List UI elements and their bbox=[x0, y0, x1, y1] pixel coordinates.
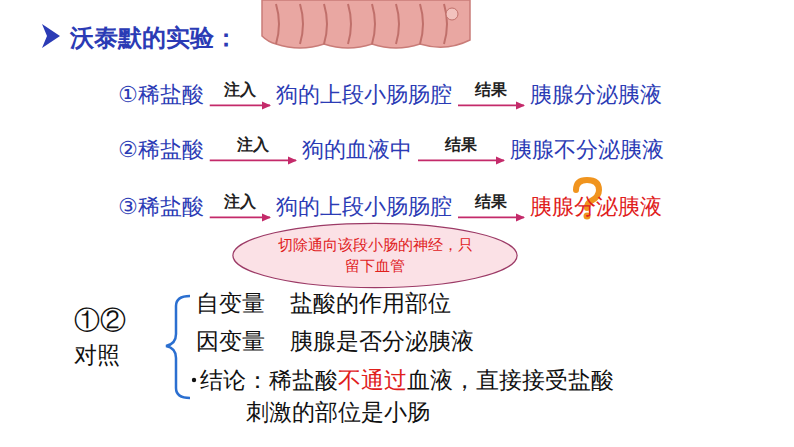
variable-value: 盐酸的作用部位 bbox=[290, 288, 451, 319]
node-text: 狗的血液中 bbox=[302, 137, 412, 162]
node-text: 胰腺分泌胰液 bbox=[530, 194, 662, 219]
step-text: ③稀盐酸 bbox=[116, 194, 206, 220]
edge-label: 注入 bbox=[224, 80, 256, 101]
intestine-fold bbox=[276, 4, 279, 44]
variable-value: 胰腺是否分泌胰液 bbox=[290, 326, 474, 357]
node-text: 切除通向该段小肠的神经，只留下血管 bbox=[275, 235, 475, 276]
step-text: ①稀盐酸 bbox=[116, 82, 206, 108]
brace bbox=[166, 296, 190, 398]
arrow-connector bbox=[210, 105, 270, 107]
edge-label: 注入 bbox=[237, 135, 269, 156]
edge-label: 结果 bbox=[475, 80, 507, 101]
step-text: 狗的上段小肠肠腔 bbox=[274, 194, 454, 220]
ellipse-outline bbox=[230, 222, 520, 289]
note-ellipse: 切除通向该段小肠的神经，只留下血管 bbox=[230, 222, 520, 289]
conclusion-part: 结论：稀盐酸 bbox=[200, 367, 338, 393]
bullet-arrow bbox=[42, 24, 60, 48]
intestine-fold bbox=[420, 4, 423, 44]
group-label: 对照 bbox=[74, 340, 120, 371]
variable-name: 自变量 bbox=[196, 288, 265, 319]
step-text: ②稀盐酸 bbox=[116, 137, 206, 163]
intestine-picture bbox=[262, 0, 470, 48]
node-text: ②稀盐酸 bbox=[118, 137, 204, 162]
intestine-fold bbox=[444, 4, 447, 44]
node-text: 狗的上段小肠肠腔 bbox=[276, 194, 452, 219]
arrow-connector bbox=[418, 160, 504, 162]
step-text: 胰腺不分泌胰液 bbox=[508, 137, 666, 163]
variable-name: 因变量 bbox=[196, 326, 265, 357]
intestine-fold bbox=[396, 4, 399, 44]
step-text: 狗的血液中 bbox=[300, 137, 414, 163]
slide-title: 沃泰默的实验： bbox=[70, 22, 238, 54]
node-text: 狗的上段小肠肠腔 bbox=[276, 82, 452, 107]
step-text: 胰腺分泌胰液 bbox=[528, 194, 664, 220]
node-text: ③稀盐酸 bbox=[118, 194, 204, 219]
intestine-fold bbox=[300, 4, 303, 44]
edge-label: 注入 bbox=[224, 192, 256, 213]
conclusion-part: 不通过 bbox=[338, 367, 407, 393]
intestine-fold bbox=[324, 4, 327, 44]
node-text: 胰腺分泌胰液 bbox=[530, 82, 662, 107]
arrow-connector bbox=[210, 160, 296, 162]
node-text: ①稀盐酸 bbox=[118, 82, 204, 107]
edge-label: 结果 bbox=[445, 135, 477, 156]
step-text: 胰腺分泌胰液 bbox=[528, 82, 664, 108]
bullet-dot bbox=[192, 378, 196, 382]
step-text: 狗的上段小肠肠腔 bbox=[274, 82, 454, 108]
edge-label: 结果 bbox=[475, 192, 507, 213]
conclusion: 结论：稀盐酸不通过血液，直接接受盐酸刺激的部位是小肠 bbox=[200, 364, 620, 428]
intestine-fold bbox=[348, 4, 351, 44]
intestine-fold bbox=[372, 4, 375, 44]
node-text: 胰腺不分泌胰液 bbox=[510, 137, 664, 162]
arrow-connector bbox=[458, 217, 524, 219]
group-number: ①② bbox=[74, 303, 126, 338]
arrow-connector bbox=[210, 217, 270, 219]
arrow-connector bbox=[458, 105, 524, 107]
